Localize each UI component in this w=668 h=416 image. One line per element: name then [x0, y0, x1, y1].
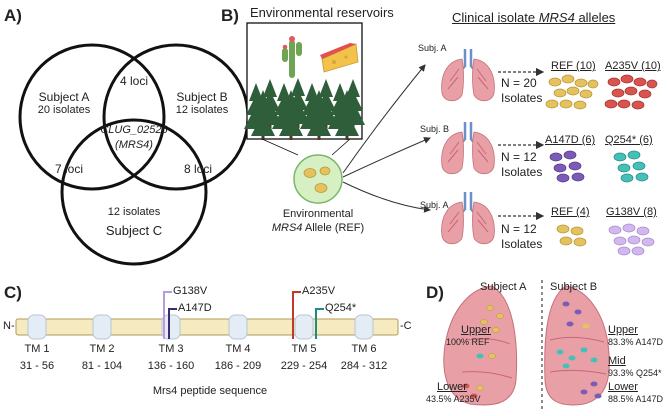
tm1-range: 31 - 56 [19, 360, 55, 372]
peptide-caption: Mrs4 peptide sequence [152, 385, 268, 397]
tm4-name: TM 4 [225, 343, 251, 355]
row3-allele1: REF (4) [551, 206, 590, 218]
venn-center-gene: CLUG_02526 [100, 124, 168, 136]
tm6-range: 284 - 312 [340, 360, 388, 372]
lungs-icon-row2 [440, 120, 496, 176]
lung-subject-b [544, 285, 610, 406]
panel-b-label: B) [221, 6, 239, 25]
cluster-ref-row3 [556, 224, 587, 247]
row1-allele1: REF (10) [551, 60, 596, 72]
tm1-name: TM 1 [24, 343, 50, 355]
row1-n: N = 20 [501, 76, 537, 90]
tm3-name: TM 3 [158, 343, 184, 355]
row2-isolates: Isolates [501, 165, 543, 179]
tm4-range: 186 - 209 [214, 360, 262, 372]
tm3-range: 136 - 160 [147, 360, 195, 372]
lungs-icon-row3 [440, 190, 496, 246]
a-upper-label: Upper [461, 324, 491, 336]
venn-label-subject-b: Subject B [176, 90, 228, 104]
venn-center-sub: (MRS4) [115, 139, 153, 151]
clinical-title: Clinical isolate MRS4 alleles [452, 10, 616, 25]
cluster-q254 [613, 150, 649, 183]
row2-subject: Subj. B [420, 124, 450, 134]
b-mid-value: 93.3% Q254* [608, 368, 662, 378]
row1-allele2: A235V (10) [605, 60, 661, 72]
cluster-g138v [608, 223, 655, 256]
a-lower-value: 43.5% A235V [426, 394, 481, 404]
b-upper-value: 83.3% A147D [608, 337, 664, 347]
row2-n: N = 12 [501, 150, 537, 164]
d-subject-b: Subject B [550, 281, 598, 293]
d-subject-a: Subject A [480, 281, 527, 293]
venn-circle-subject-b [102, 43, 250, 191]
venn-label-subject-c: Subject C [105, 223, 163, 238]
row1-subject: Subj. A [418, 43, 447, 53]
protein-bar [15, 318, 399, 336]
tm5-range: 229 - 254 [280, 360, 328, 372]
venn-overlap-bc: 8 loci [183, 162, 213, 176]
b-upper-label: Upper [608, 324, 638, 336]
b-lower-label: Lower [608, 381, 638, 393]
cheese-icon [320, 43, 359, 73]
mutation-a235v: A235V [302, 285, 336, 297]
venn-count-subject-a: 20 isolates [37, 104, 91, 116]
tm6-name: TM 6 [351, 343, 377, 355]
panel-a-label: A) [4, 6, 22, 25]
tm-domains [27, 314, 374, 340]
row3-isolates: Isolates [501, 237, 543, 251]
a-lower-label: Lower [437, 381, 467, 393]
panel-c-label: C) [4, 283, 22, 302]
env-caption-line1: Environmental [282, 208, 354, 220]
b-mid-label: Mid [608, 355, 626, 367]
tm5-name: TM 5 [291, 343, 317, 355]
mutation-markers [163, 291, 324, 339]
venn-count-subject-c: 12 isolates [107, 206, 161, 218]
venn-label-subject-a: Subject A [38, 90, 90, 104]
venn-circle-subject-a [18, 43, 166, 191]
env-caption-line2: MRS4 Allele (REF) [271, 222, 365, 234]
tm2-range: 81 - 104 [81, 360, 123, 372]
venn-overlap-ac: 7 loci [54, 162, 84, 176]
n-terminus: N- [3, 320, 15, 332]
panel-d-label: D) [426, 283, 444, 302]
venn-overlap-ab: 4 loci [119, 74, 149, 88]
cluster-ref-row1 [545, 74, 599, 110]
c-terminus: -C [400, 320, 412, 332]
mutation-a147d: A147D [178, 302, 212, 314]
row3-subject: Subj. A [420, 200, 449, 210]
lung-subject-a [443, 285, 518, 406]
row3-n: N = 12 [501, 222, 537, 236]
env-isolate-circle [293, 154, 343, 204]
venn-circle-subject-c [60, 118, 208, 266]
venn-count-subject-b: 12 isolates [175, 104, 229, 116]
a-upper-value: 100% REF [446, 337, 490, 347]
cluster-a235v [604, 74, 658, 110]
lungs-icon-row1 [440, 47, 496, 103]
cluster-a147d [549, 150, 585, 183]
b-lower-value: 88.5% A147D [608, 394, 664, 404]
row3-allele2: G138V (8) [606, 206, 657, 218]
row1-isolates: Isolates [501, 91, 543, 105]
mutation-q254: Q254* [325, 302, 357, 314]
row2-allele2: Q254* (6) [605, 134, 653, 146]
row2-allele1: A147D (6) [545, 134, 596, 146]
cactus-icon [282, 36, 302, 78]
env-title: Environmental reservoirs [250, 5, 394, 20]
mutation-g138v: G138V [173, 285, 208, 297]
tm2-name: TM 2 [89, 343, 115, 355]
